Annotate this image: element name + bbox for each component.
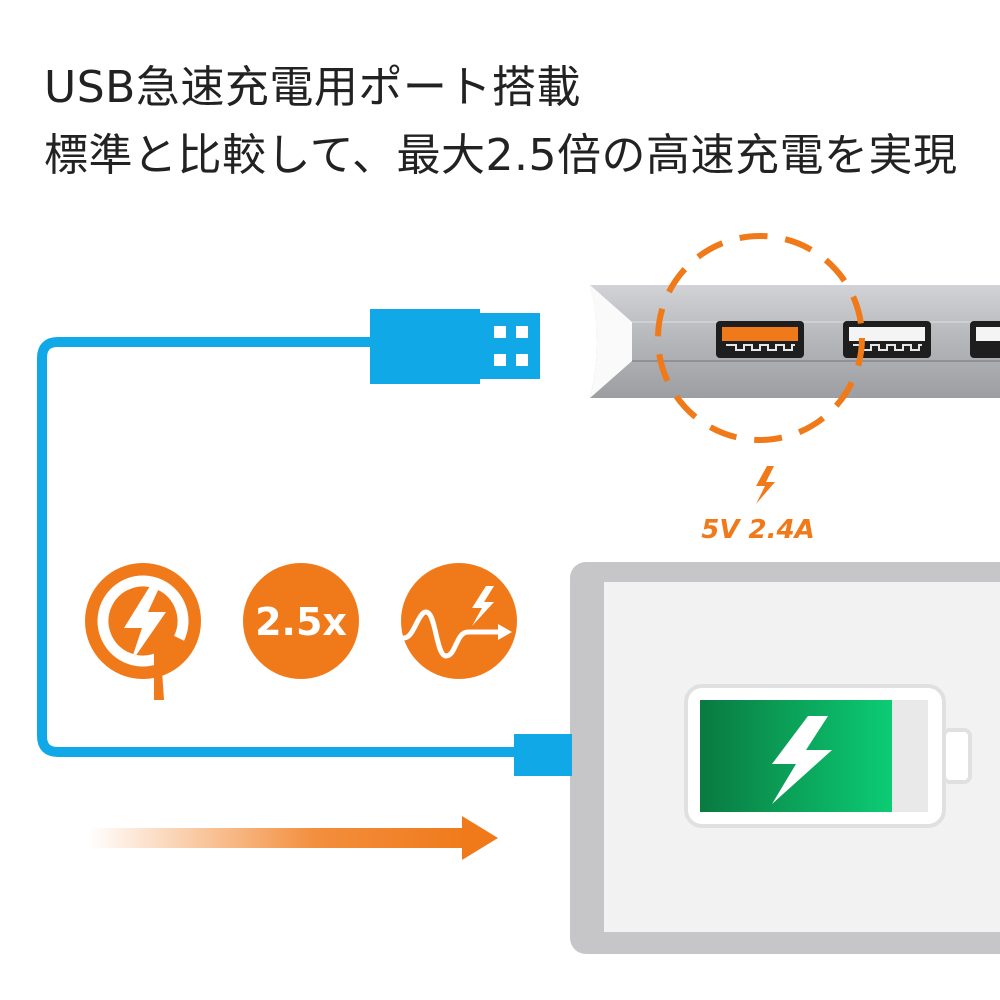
usb-port-standard [843,321,931,358]
quick-charge-icon [85,563,201,700]
headline-line-2: 標準と比較して、最大2.5倍の高速充電を実現 [44,130,958,181]
lightning-bolt-icon [756,466,775,504]
usb-cable [37,309,572,776]
usb-port-standard-partial [970,321,1000,358]
battery-charging-icon [684,684,972,828]
port-spec-label: 5V 2.4A [701,515,814,545]
speed-multiplier-badge: 2.5x [243,563,359,679]
micro-usb-plug [514,734,572,776]
usb-port-quick-charge [716,321,804,358]
usb-a-plug [370,309,480,384]
charge-waveform-icon [401,563,517,679]
arrow-right-icon [88,816,498,860]
speed-multiplier-label: 2.5x [255,600,347,644]
headline-line-1: USB急速充電用ポート搭載 [44,62,581,113]
highlight-circle [655,233,865,443]
usb-a-connector [478,313,540,379]
